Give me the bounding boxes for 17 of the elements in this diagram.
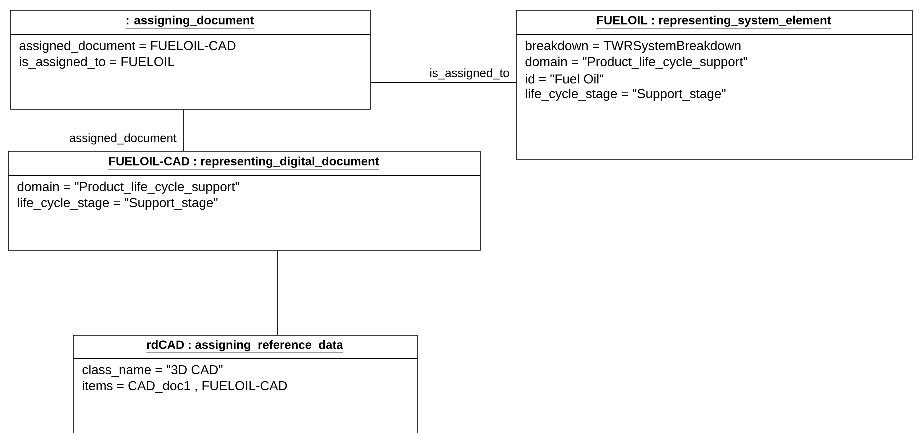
attribute-text: domain = "Product_life_cycle_support" xyxy=(526,56,748,70)
attribute-text: class_name = "3D CAD" xyxy=(82,364,223,377)
object-title: FUELOIL : representing_system_element xyxy=(596,16,832,29)
object-title: rdCAD : assigning_reference_data xyxy=(146,340,344,354)
attribute-text: items = CAD_doc1 , FUELOIL-CAD xyxy=(83,380,288,393)
role-label: assigned_document xyxy=(68,132,178,146)
attribute-text: life_cycle_stage = "Support_stage" xyxy=(18,198,218,210)
attribute-text: id = "Fuel Oil" xyxy=(526,74,604,84)
attribute-text: life_cycle_stage = "Support_stage" xyxy=(526,88,726,102)
object-title: FUELOIL-CAD : representing_digital_document xyxy=(108,156,380,170)
attribute-text: breakdown = TWRSystemBreakdown xyxy=(526,40,741,54)
attribute-text: assigned_document = FUELOIL-CAD xyxy=(20,40,236,54)
object-title: : assigning_document xyxy=(126,16,254,29)
attribute-text: is_assigned_to = FUELOIL xyxy=(20,56,174,70)
attribute-text: domain = "Product_life_cycle_support" xyxy=(18,182,240,194)
connector-line xyxy=(370,82,516,84)
role-label: is_assigned_to xyxy=(428,68,511,81)
